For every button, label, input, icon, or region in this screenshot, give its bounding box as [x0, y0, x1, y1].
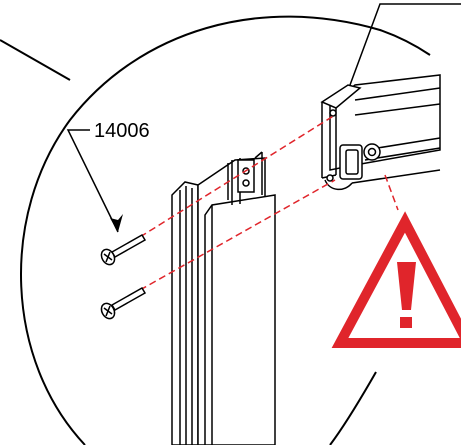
alignment-guides	[139, 114, 399, 291]
detail-leader-left	[0, 39, 71, 81]
screw-icon	[100, 286, 147, 320]
detail-circle	[20, 15, 431, 445]
part-number-label: 14006	[94, 120, 150, 142]
detail-leader-right	[349, 3, 461, 86]
part-number-arrowhead	[110, 214, 123, 232]
vertical-profile	[171, 151, 276, 445]
warning-triangle-icon	[331, 211, 461, 348]
detail-circle-lower-right	[329, 371, 377, 445]
part-number-leader	[66, 129, 119, 233]
horizontal-rail	[320, 74, 441, 191]
screw-icon	[100, 233, 147, 266]
